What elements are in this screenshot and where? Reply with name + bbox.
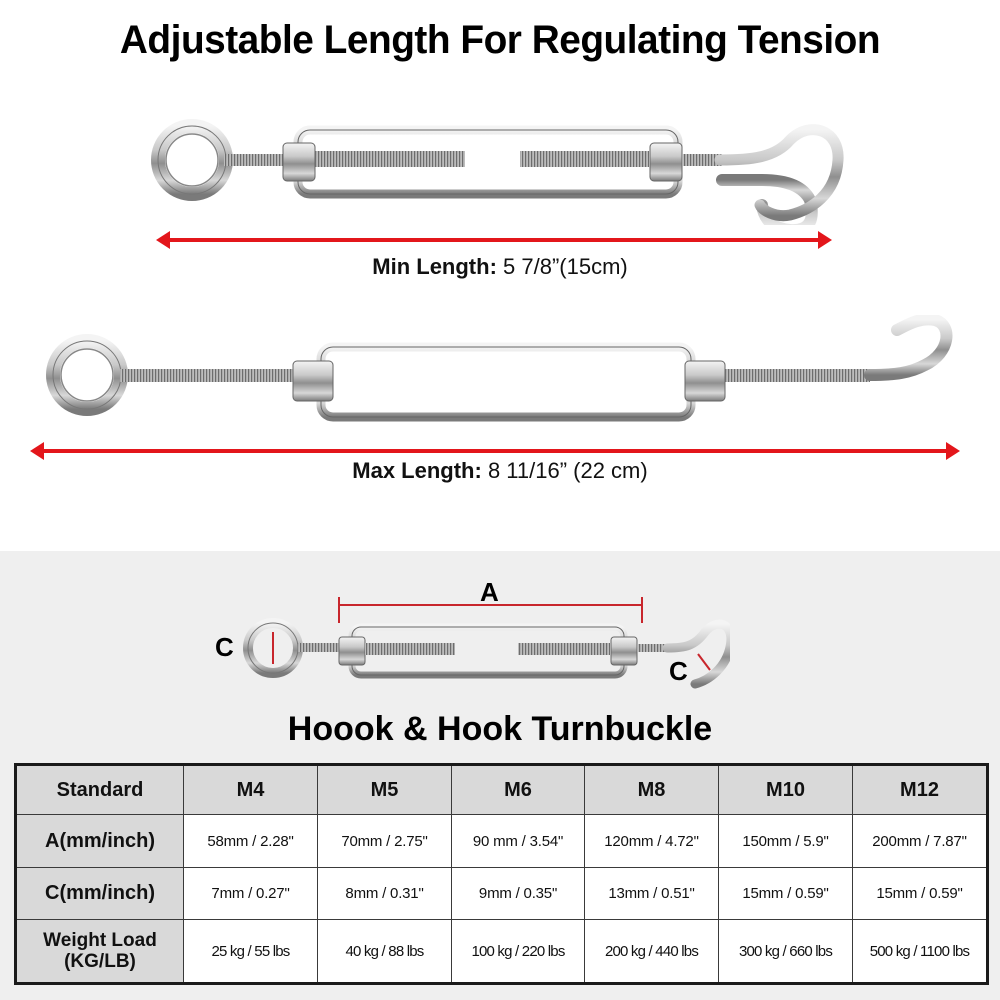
cell-c-m4: 7mm / 0.27" [183,867,318,920]
table-row-weight: Weight Load (KG/LB) 25 kg / 55 lbs 40 kg… [15,919,988,984]
cell-a-m6: 90 mm / 3.54" [451,814,585,868]
row-label-weight: Weight Load (KG/LB) [15,919,184,984]
dimension-a-line [340,604,641,606]
cell-weight-m8: 200 kg / 440 lbs [584,919,719,984]
cell-c-m8: 13mm / 0.51" [584,867,719,920]
header-m5: M5 [317,764,452,815]
max-length-arrow [30,442,960,460]
cell-c-m12: 15mm / 0.59" [852,867,988,920]
main-title: Adjustable Length For Regulating Tension [119,18,881,62]
section-title: Hoook & Hook Turnbuckle [287,710,713,748]
max-length-value: 8 11/16” (22 cm) [481,458,648,483]
table-header-row: Standard M4 M5 M6 M8 M10 M12 [15,764,988,815]
arrow-left-icon [30,442,44,460]
header-m10: M10 [718,764,853,815]
turnbuckle-min-image [151,119,844,225]
table-row-a: A(mm/inch) 58mm / 2.28" 70mm / 2.75" 90 … [15,814,988,868]
table-row-c: C(mm/inch) 7mm / 0.27" 8mm / 0.31" 9mm /… [15,867,988,920]
turnbuckle-diagram-image [243,618,730,689]
max-length-title: Max Length: [352,458,482,483]
spec-table: Standard M4 M5 M6 M8 M10 M12 A(mm/inch) … [14,763,989,985]
cell-a-m4: 58mm / 2.28" [183,814,318,868]
cell-c-m5: 8mm / 0.31" [317,867,452,920]
cell-weight-m10: 300 kg / 660 lbs [718,919,853,984]
arrow-right-icon [946,442,960,460]
dimension-c-hook-label: C [669,656,688,686]
cell-c-m6: 9mm / 0.35" [451,867,585,920]
header-standard: Standard [15,764,184,815]
header-m4: M4 [183,764,318,815]
cell-weight-m12: 500 kg / 1100 lbs [852,919,988,984]
dimension-a-tick-right [641,597,643,623]
header-m12: M12 [852,764,988,815]
turnbuckle-max-image [46,315,953,422]
cell-a-m5: 70mm / 2.75" [317,814,452,868]
cell-weight-m4: 25 kg / 55 lbs [183,919,318,984]
dimension-a-tick-left [338,597,340,623]
cell-weight-m5: 40 kg / 88 lbs [317,919,452,984]
max-length-label: Max Length: 8 11/16” (22 cm) [0,458,1000,484]
cell-weight-m6: 100 kg / 220 lbs [451,919,585,984]
cell-a-m12: 200mm / 7.87" [852,814,988,868]
min-length-label: Min Length: 5 7/8”(15cm) [0,254,1000,280]
dimension-c-eye-label: C [215,632,234,662]
row-label-c: C(mm/inch) [15,867,184,920]
dimension-a-label: A [480,577,499,607]
arrow-left-icon [156,231,170,249]
arrow-right-icon [818,231,832,249]
header-m8: M8 [584,764,719,815]
upper-panel: Adjustable Length For Regulating Tension… [0,18,1000,484]
header-m6: M6 [451,764,585,815]
min-length-title: Min Length: [372,254,497,279]
row-label-a: A(mm/inch) [15,814,184,868]
row-label-weight-line1: Weight Load [43,930,157,951]
row-label-weight-line2: (KG/LB) [64,951,136,972]
cell-c-m10: 15mm / 0.59" [718,867,853,920]
min-length-arrow [156,231,832,249]
min-length-value: 5 7/8”(15cm) [496,254,628,279]
cell-a-m10: 150mm / 5.9" [718,814,853,868]
cell-a-m8: 120mm / 4.72" [584,814,719,868]
